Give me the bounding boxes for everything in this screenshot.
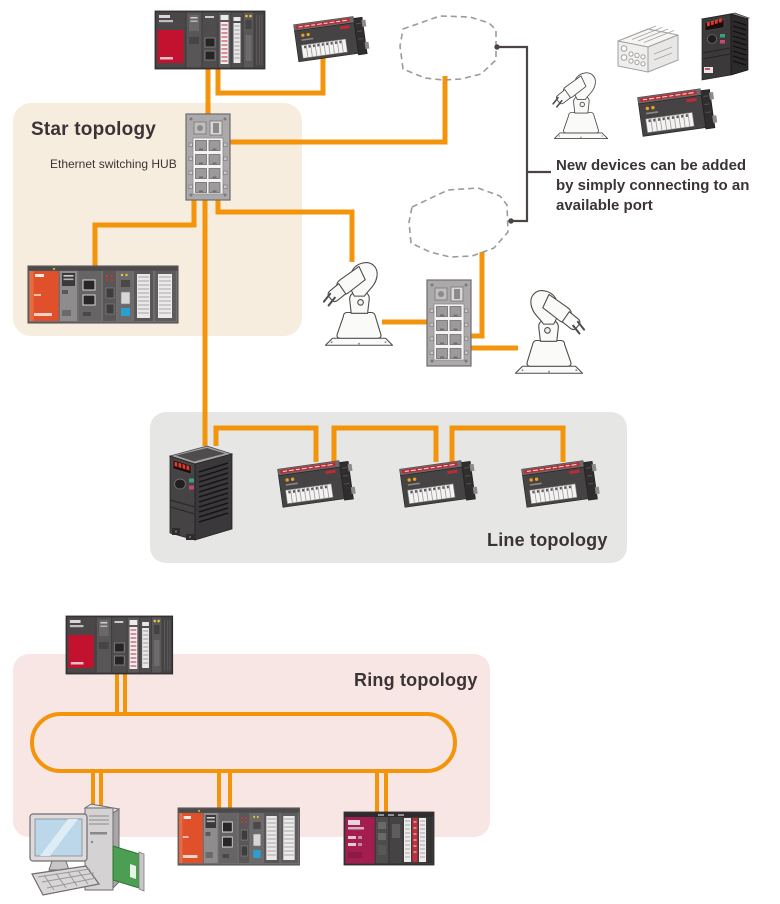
line-topology-zone — [150, 412, 627, 563]
cable-plc-to-remote-io — [215, 58, 326, 96]
hub-caption: Ethernet switching HUB — [50, 157, 177, 171]
cable-inverter-to-rio1 — [213, 425, 319, 462]
robot-arm-2 — [514, 289, 586, 375]
network-cables — [30, 58, 566, 818]
plc-rack-star — [27, 265, 179, 324]
ring-topology-zone — [13, 654, 490, 837]
ghost-devices — [399, 15, 551, 258]
line-topology-title: Line topology — [487, 530, 608, 550]
star-topology-title: Star topology — [31, 119, 157, 140]
note-text: New devices can be added by simply conne… — [556, 156, 780, 216]
remote-io-right — [637, 86, 719, 139]
cable-rio1-to-rio2 — [331, 425, 439, 462]
ring-loop — [30, 712, 457, 773]
cable-hub-to-ghost1 — [230, 76, 448, 145]
cable-rio2-to-rio3 — [449, 425, 566, 462]
note-line-3: available port — [556, 197, 653, 214]
ring-topology-title: Ring topology — [354, 670, 478, 690]
plc-rack-magenta — [343, 811, 435, 866]
ethernet-hub-1 — [185, 113, 231, 201]
note-line-2: by simply connecting to an — [556, 177, 750, 194]
cable-ghost2-to-hub2 — [468, 252, 485, 339]
robot-arm-1 — [322, 261, 394, 347]
inverter-small — [701, 12, 750, 81]
plc-rack-top — [154, 10, 266, 70]
terminal-block-device — [617, 25, 679, 73]
ghost-device-1 — [399, 15, 497, 81]
ghost-device-2 — [408, 187, 509, 258]
ring-cables — [30, 672, 457, 818]
cable-hub-to-plc2 — [92, 198, 197, 270]
plc-rack-bottom — [177, 807, 300, 866]
inverter-large — [169, 445, 233, 541]
ethernet-hub-2 — [426, 279, 472, 367]
note-line-1: New devices can be added — [556, 157, 747, 174]
remote-io-top — [293, 14, 371, 64]
robot-arm-small — [552, 72, 609, 140]
note-connector-line — [494, 44, 551, 224]
plc-rack-ring — [65, 615, 174, 675]
cable-hub-to-robot1 — [215, 198, 355, 262]
